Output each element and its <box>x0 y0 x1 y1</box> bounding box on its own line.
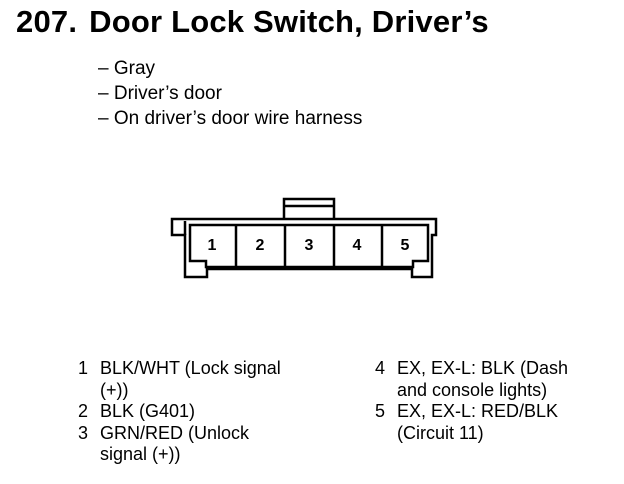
note-color: – Gray <box>98 58 156 79</box>
connector-diagram: 1 2 3 4 5 <box>170 197 438 279</box>
pinout-number: 5 <box>375 401 386 421</box>
locking-tab <box>282 197 336 219</box>
pin-label-5: 5 <box>401 237 410 254</box>
connector-notes: – Gray – Driver’s door – On driver’s doo… <box>98 56 362 131</box>
pinout-row: 3 GRN/RED (Unlock signal (+)) <box>78 423 338 466</box>
pinout-number: 1 <box>78 358 89 378</box>
pin-label-3: 3 <box>305 237 314 254</box>
pinout-description: GRN/RED (Unlock signal (+)) <box>100 422 250 465</box>
pinout-number: 4 <box>375 358 386 378</box>
pinout-row: 2 BLK (G401) <box>78 401 338 423</box>
connector-cavities <box>183 221 430 269</box>
title-text: Door Lock Switch, Driver’s <box>89 4 489 39</box>
pinout-left-column: 1 BLK/WHT (Lock signal (+)) 2 BLK (G401)… <box>78 358 338 466</box>
page-title: 207. Door Lock Switch, Driver’s <box>16 4 489 40</box>
note-location: – Driver’s door <box>98 83 222 104</box>
pinout-row: 4 EX, EX-L: BLK (Dash and console lights… <box>375 358 615 401</box>
pinout-description: EX, EX-L: RED/BLK (Circuit 11) <box>397 401 559 443</box>
pinout-right-column: 4 EX, EX-L: BLK (Dash and console lights… <box>375 358 615 444</box>
pinout-description: BLK (G401) <box>100 401 196 421</box>
pinout-number: 3 <box>78 422 89 443</box>
pinout-description: BLK/WHT (Lock signal (+)) <box>100 358 281 400</box>
pinout-row: 1 BLK/WHT (Lock signal (+)) <box>78 358 338 401</box>
title-number: 207. <box>16 4 78 39</box>
note-harness: – On driver’s door wire harness <box>98 108 363 129</box>
pin-label-4: 4 <box>353 237 362 254</box>
pin-label-1: 1 <box>208 237 217 254</box>
pinout-description: EX, EX-L: BLK (Dash and console lights) <box>397 358 569 400</box>
pinout-number: 2 <box>78 401 89 421</box>
pin-label-2: 2 <box>256 237 265 254</box>
pinout-row: 5 EX, EX-L: RED/BLK (Circuit 11) <box>375 401 615 444</box>
